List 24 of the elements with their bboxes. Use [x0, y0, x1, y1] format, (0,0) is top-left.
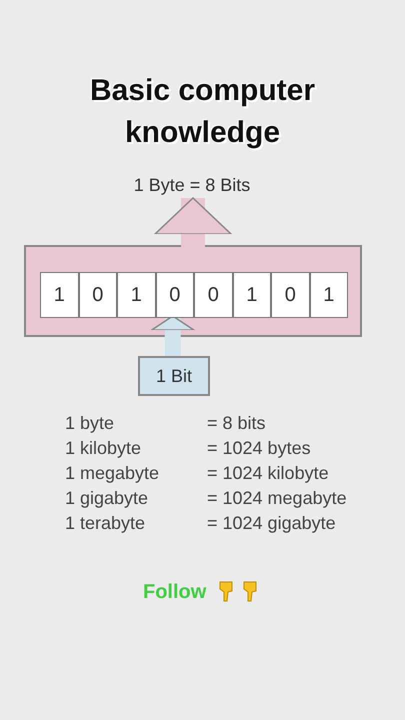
table-text: = 1024 megabyte — [207, 487, 347, 509]
bit-cell: 1 — [310, 272, 348, 318]
follow-text: Follow — [143, 581, 206, 603]
table-text: 1 megabyte — [65, 462, 160, 484]
block-arrow — [154, 197, 232, 247]
table-text: 1 kilobyte — [65, 437, 142, 459]
bit-cell: 0 — [78, 272, 117, 318]
byte-frame — [24, 245, 362, 337]
title-text: Basic computer knowledge — [88, 73, 316, 151]
table-text: 1 terabyte — [65, 512, 146, 534]
table-text: = 1024 kilobyte — [207, 462, 329, 484]
bit-cell: 0 — [271, 272, 310, 318]
table-text: 1 byte — [65, 412, 114, 434]
table-text: 1 gigabyte — [65, 487, 148, 509]
table-text: = 1024 bytes — [207, 437, 311, 459]
bit-cell: 1 — [232, 272, 271, 318]
bit-cell: 0 — [156, 272, 194, 318]
bit-cell: 1 — [40, 272, 78, 318]
table-text: = 1024 gigabyte — [207, 512, 336, 534]
caption-text: 1 Byte = 8 Bits — [112, 172, 272, 198]
table-text: = 8 bits — [207, 412, 266, 434]
callout-box: 1 Bit — [138, 356, 210, 396]
bit-cell: 0 — [194, 272, 232, 318]
bit-cell: 1 — [117, 272, 156, 318]
